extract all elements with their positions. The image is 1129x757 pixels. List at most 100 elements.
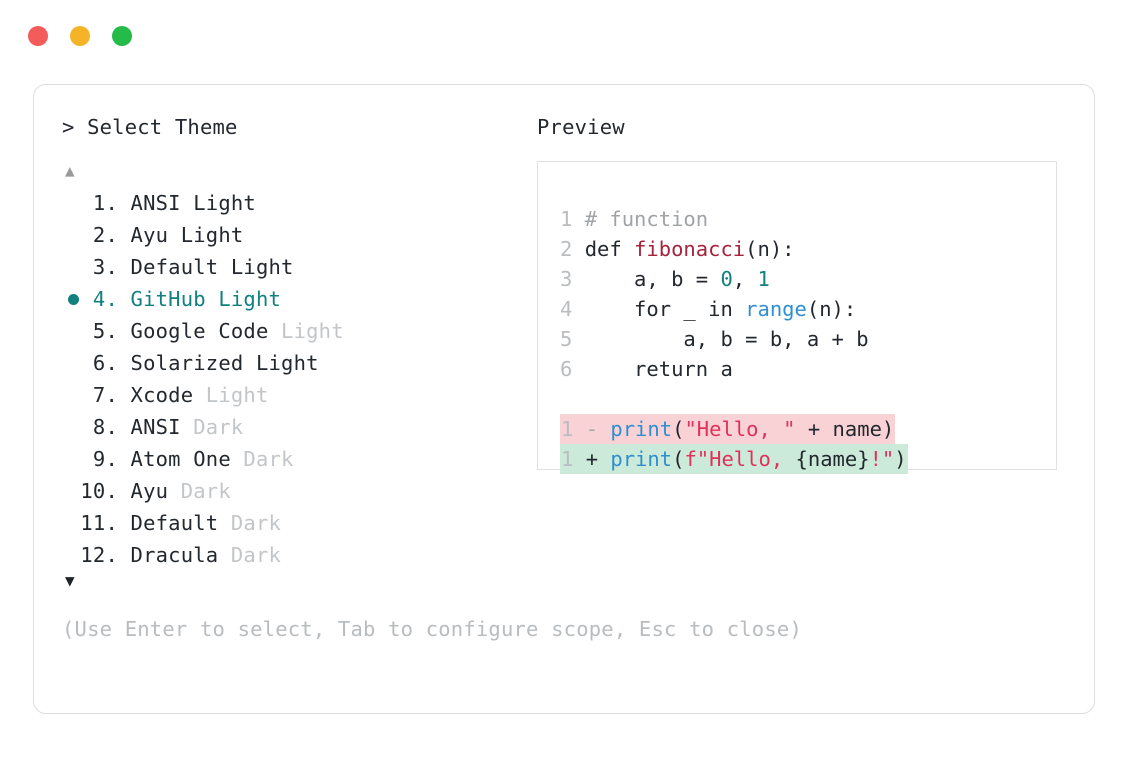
theme-item-variant: Dark <box>218 511 282 535</box>
theme-item-variant: Light <box>243 351 319 375</box>
column-headers: > Select Theme Preview <box>62 115 1066 149</box>
theme-item-variant: Light <box>193 383 269 407</box>
theme-item-name: Dracula <box>118 543 219 567</box>
code-token: (n): <box>806 297 857 321</box>
code-token: 0 <box>720 267 733 291</box>
select-theme-label: Select Theme <box>87 115 238 139</box>
code-token: ( <box>672 417 685 441</box>
close-window-button[interactable] <box>28 26 48 46</box>
theme-item-variant: Light <box>205 287 282 311</box>
theme-item-name: ANSI <box>118 191 181 215</box>
code-token: f"Hello, <box>684 447 796 471</box>
code-token: a, b = <box>584 267 721 291</box>
theme-item-variant: Light <box>268 319 344 343</box>
theme-item-name: Solarized <box>118 351 244 375</box>
code-token: range <box>745 297 807 321</box>
theme-item-variant: Light <box>168 223 244 247</box>
theme-list-item[interactable]: 3. Default Light <box>62 251 532 283</box>
code-token: for _ in <box>584 297 746 321</box>
line-number: 4 <box>560 297 585 321</box>
theme-item-number: 7. <box>92 383 118 407</box>
maximize-window-button[interactable] <box>112 26 132 46</box>
theme-item-name: Atom One <box>118 447 231 471</box>
theme-list-item[interactable]: 4. GitHub Light <box>62 283 532 315</box>
theme-list-item[interactable]: 9. Atom One Dark <box>62 443 532 475</box>
theme-item-name: Xcode <box>118 383 194 407</box>
theme-item-number: 11. <box>80 511 118 535</box>
code-token: print <box>610 417 673 441</box>
theme-list-item[interactable]: 10. Ayu Dark <box>62 475 532 507</box>
theme-list-item[interactable]: 12. Dracula Dark <box>62 539 532 571</box>
theme-list-item[interactable]: 8. ANSI Dark <box>62 411 532 443</box>
theme-item-variant: Light <box>180 191 256 215</box>
code-line: 2 def fibonacci(n): <box>560 234 908 264</box>
scroll-up-icon[interactable]: ▲ <box>65 161 75 180</box>
theme-item-number: 5. <box>92 319 118 343</box>
theme-list-item[interactable]: 11. Default Dark <box>62 507 532 539</box>
keyboard-hint-text: (Use Enter to select, Tab to configure s… <box>62 617 802 641</box>
diff-highlight: 1 + print(f"Hello, {name}!") <box>560 444 908 474</box>
theme-item-name: Ayu <box>118 223 169 247</box>
theme-list-item[interactable]: 2. Ayu Light <box>62 219 532 251</box>
diff-line: 1 + print(f"Hello, {name}!") <box>560 444 908 474</box>
window-traffic-lights <box>28 26 132 46</box>
code-token: 1 <box>757 267 770 291</box>
code-token: def <box>584 237 635 261</box>
scroll-down-icon[interactable]: ▼ <box>65 571 75 590</box>
code-line: 5 a, b = b, a + b <box>560 324 908 354</box>
theme-list-item[interactable]: 7. Xcode Light <box>62 379 532 411</box>
line-number: 6 <box>560 357 585 381</box>
code-line: 6 return a <box>560 354 908 384</box>
theme-list-item[interactable]: 5. Google Code Light <box>62 315 532 347</box>
code-token: + name) <box>795 417 895 441</box>
diff-highlight: 1 - print("Hello, " + name) <box>560 414 896 444</box>
theme-item-name: Default <box>118 255 219 279</box>
theme-item-name: Google Code <box>118 319 269 343</box>
theme-item-number: 12. <box>80 543 118 567</box>
theme-item-variant: Dark <box>230 447 294 471</box>
code-token: print <box>610 447 673 471</box>
code-line: 1 # function <box>560 204 908 234</box>
code-spacer <box>560 384 908 414</box>
code-token: "Hello, " <box>684 417 796 441</box>
preview-heading: Preview <box>537 115 625 139</box>
theme-list-item[interactable]: 1. ANSI Light <box>62 187 532 219</box>
code-token: a, b = b, a + b <box>584 327 869 351</box>
theme-item-name: Ayu <box>118 479 169 503</box>
code-token: fibonacci <box>634 237 746 261</box>
code-token: ) <box>894 447 907 471</box>
line-number: 2 <box>560 237 585 261</box>
diff-sign: + <box>585 447 611 471</box>
theme-item-name: GitHub <box>118 287 206 311</box>
theme-item-number: 10. <box>80 479 118 503</box>
selected-bullet-icon <box>68 294 79 305</box>
theme-item-number: 6. <box>92 351 118 375</box>
code-token: {name} <box>795 447 870 471</box>
theme-item-number: 3. <box>92 255 118 279</box>
theme-item-number: 8. <box>92 415 118 439</box>
theme-item-variant: Light <box>218 255 294 279</box>
diff-sign: - <box>585 417 611 441</box>
line-number: 1 <box>560 207 585 231</box>
line-number: 3 <box>560 267 585 291</box>
line-number: 1 <box>561 447 586 471</box>
theme-item-variant: Dark <box>168 479 231 503</box>
theme-item-variant: Dark <box>180 415 244 439</box>
code-line: 4 for _ in range(n): <box>560 294 908 324</box>
code-token: return a <box>584 357 733 381</box>
diff-line: 1 - print("Hello, " + name) <box>560 414 908 444</box>
minimize-window-button[interactable] <box>70 26 90 46</box>
code-token: # function <box>584 207 709 231</box>
code-line: 3 a, b = 0, 1 <box>560 264 908 294</box>
line-number: 1 <box>561 417 586 441</box>
theme-list-item[interactable]: 6. Solarized Light <box>62 347 532 379</box>
theme-item-number: 4. <box>92 287 118 311</box>
prompt-caret-icon: > <box>62 115 75 139</box>
